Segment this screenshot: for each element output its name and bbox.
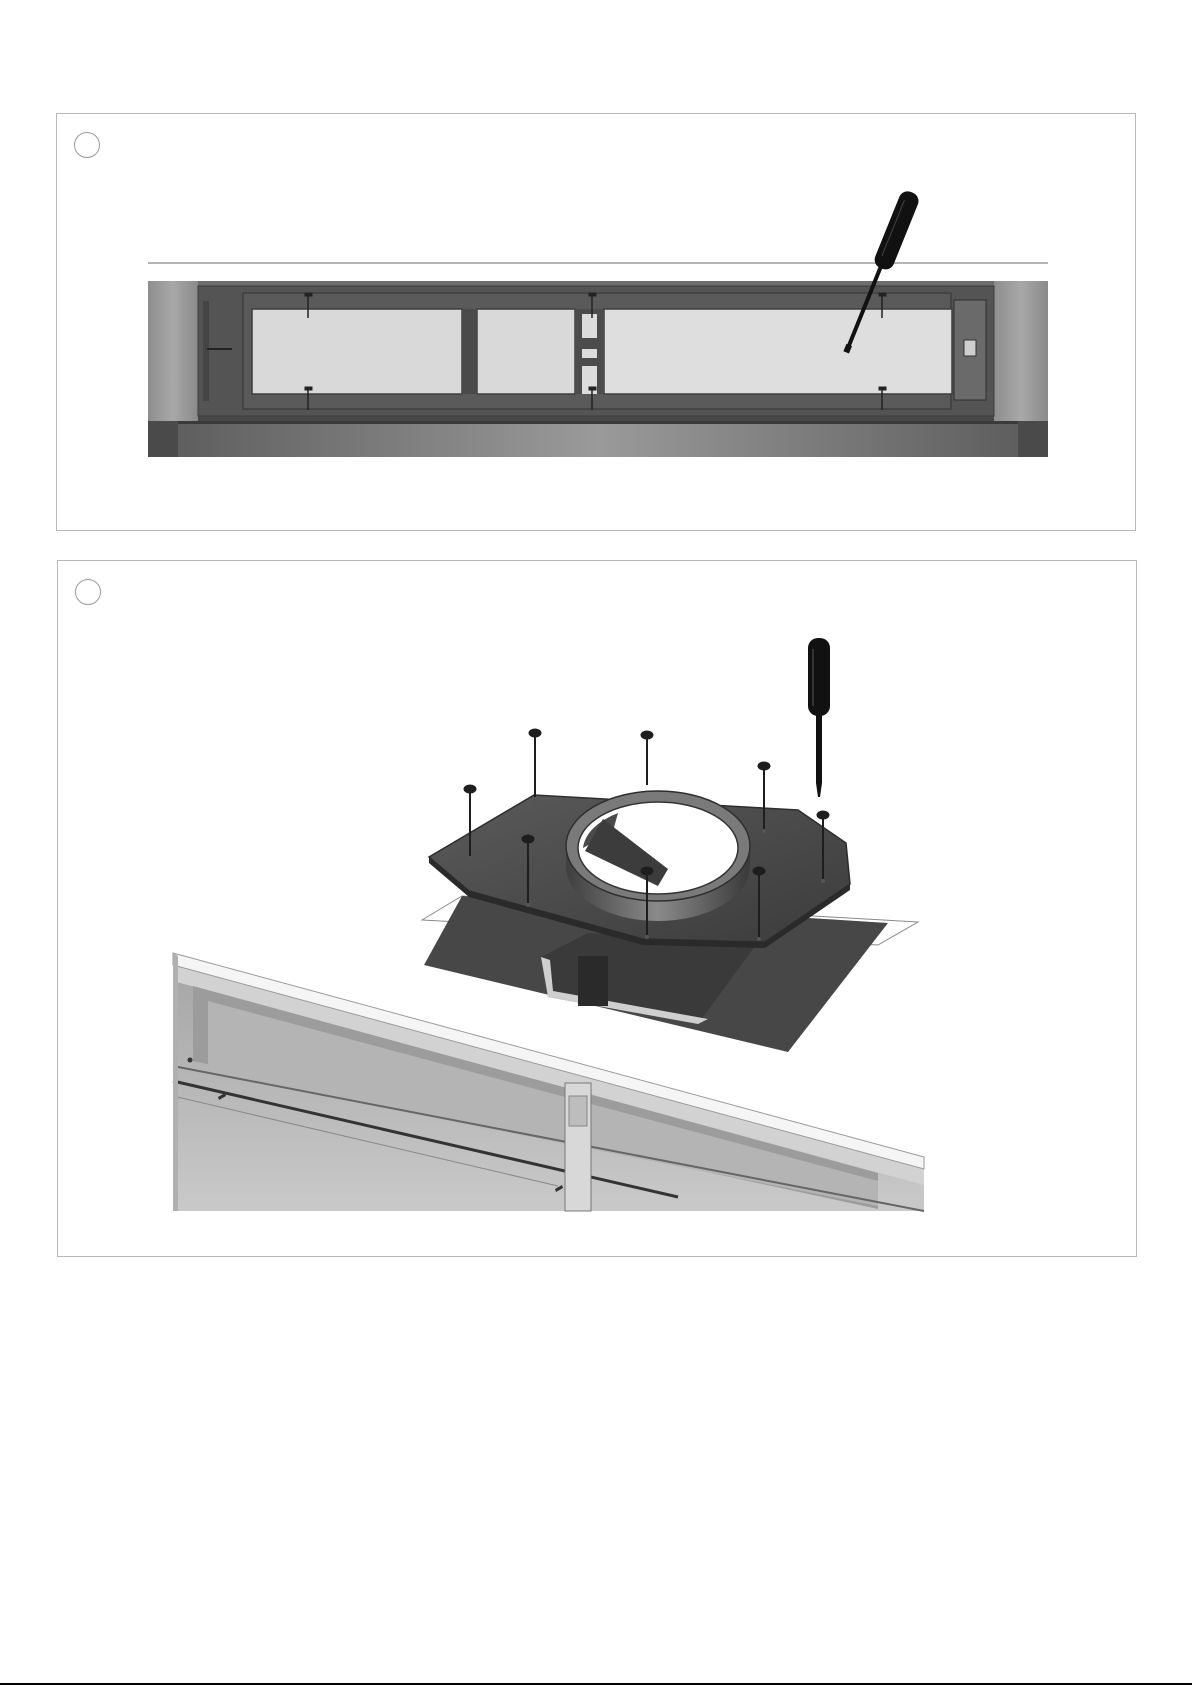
step-1-illustration <box>57 114 1137 532</box>
access-panel-center <box>477 309 575 394</box>
step-1-panel <box>56 113 1136 531</box>
bottom-trim <box>148 421 1048 457</box>
step-2-illustration <box>58 561 1138 1258</box>
screwdriver-icon <box>808 638 830 797</box>
access-panel-left <box>252 309 462 394</box>
step-2-panel <box>57 560 1137 1257</box>
access-panel-right <box>604 309 952 394</box>
